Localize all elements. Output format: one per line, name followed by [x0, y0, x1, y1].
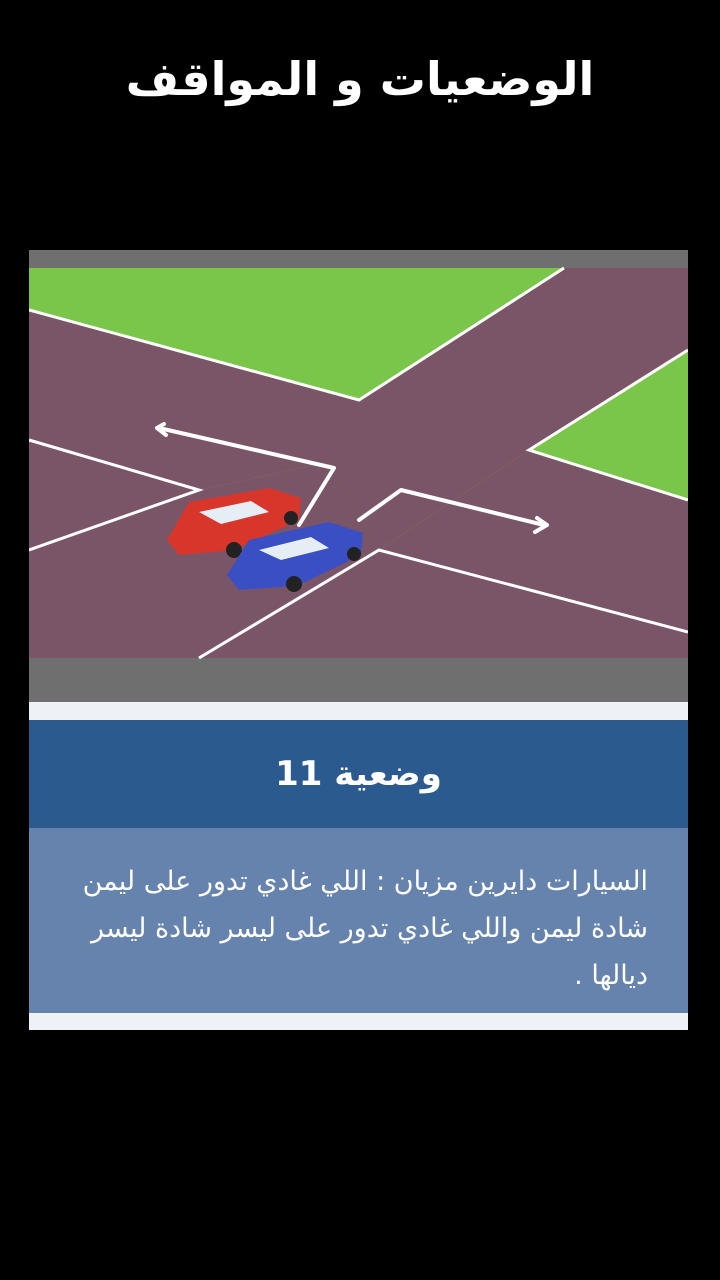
red-car	[167, 488, 301, 558]
situation-heading: وضعية 11	[275, 754, 442, 794]
road-edge-lines	[29, 266, 688, 660]
road-surface	[29, 268, 688, 658]
intersection-scene	[29, 250, 688, 660]
page-title: الوضعيات و المواقف	[125, 52, 595, 106]
right-turn-arrow	[357, 488, 546, 527]
situation-description: السيارات دايرين مزيان : اللي غادي تدور ع…	[82, 866, 648, 991]
intersection-illustration	[29, 250, 688, 702]
situation-heading-band: وضعية 11	[29, 720, 688, 828]
situation-card: وضعية 11 السيارات دايرين مزيان : اللي غا…	[29, 250, 688, 1030]
situation-description-band: السيارات دايرين مزيان : اللي غادي تدور ع…	[29, 828, 688, 1013]
left-turn-arrow	[157, 426, 336, 527]
turn-arrows	[155, 422, 549, 534]
blue-car	[227, 522, 363, 592]
